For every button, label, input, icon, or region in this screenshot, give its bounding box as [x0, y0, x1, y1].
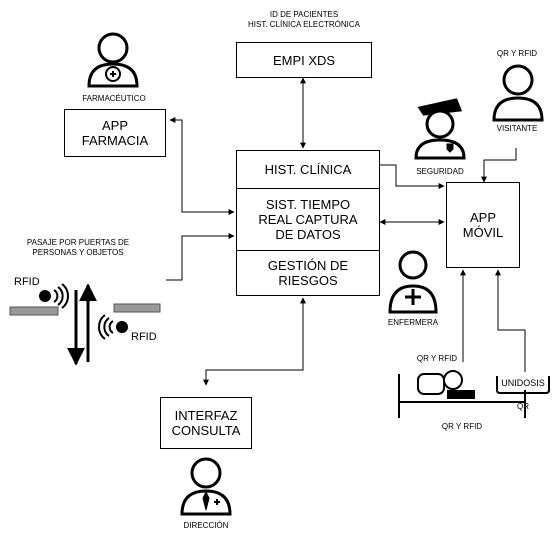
- app-movil-box: APP MÓVIL: [446, 182, 520, 268]
- rfid-tag-left-icon: [39, 283, 69, 309]
- bed-bottom-label: QR Y RFID: [441, 422, 483, 431]
- interfaz-consulta-box: INTERFAZ CONSULTA: [160, 397, 252, 449]
- gestion-line1: GESTIÓN DE: [267, 258, 349, 273]
- app-movil-line1: APP: [469, 210, 496, 225]
- visitor-icon: [492, 64, 544, 122]
- interfaz-line1: INTERFAZ: [174, 408, 238, 423]
- gestion-riesgos-box: GESTIÓN DE RIESGOS: [236, 250, 380, 296]
- visitor-role-label: VISITANTE: [496, 124, 538, 133]
- rfid-left-label: RFID: [14, 276, 40, 288]
- unidosis-bottom-label: QR: [517, 402, 529, 411]
- gestion-line2: RIESGOS: [278, 273, 338, 288]
- app-farmacia-line2: FARMACIA: [81, 133, 149, 148]
- doors-caption-line2: PERSONAS Y OBJETOS: [32, 248, 124, 257]
- sist-line3: DE DATOS: [275, 227, 341, 242]
- empi-caption-line1: ID DE PACIENTES: [269, 10, 339, 19]
- arrow-gestion-interfaz: [203, 297, 306, 386]
- door-rails: [9, 303, 161, 316]
- director-role-label: DIRECCIÓN: [183, 521, 229, 530]
- hist-clinica-label: HIST. CLÍNICA: [264, 162, 352, 177]
- sist-line1: SIST. TIEMPO: [265, 197, 351, 212]
- unidosis-label: UNIDOSIS: [501, 378, 545, 388]
- arrow-hist-movil: [380, 164, 445, 189]
- doors-caption: PASAJE POR PUERTAS DE PERSONAS Y OBJETOS: [2, 238, 154, 258]
- doors-caption-line1: PASAJE POR PUERTAS DE: [26, 238, 130, 247]
- arrow-farmacia-central: [169, 117, 235, 215]
- bed-top-label: QR Y RFID: [416, 354, 458, 363]
- app-farmacia-line1: APP: [101, 118, 128, 133]
- arrow-unidosis-movil: [495, 269, 526, 372]
- app-farmacia-box: APP FARMACIA: [64, 109, 166, 157]
- pharmacist-role-label: FARMACÉUTICO: [82, 94, 146, 103]
- rfid-tag-right-icon: [98, 314, 128, 340]
- director-icon: [180, 457, 232, 516]
- patient-bed-icon: [398, 370, 526, 418]
- arrow-doors-central: [166, 233, 235, 281]
- empi-caption: ID DE PACIENTES HIST. CLÍNICA ELECTRÓNIC…: [236, 10, 372, 30]
- empi-caption-line2: HIST. CLÍNICA ELECTRÓNICA: [247, 20, 361, 29]
- unidosis-tray-icon: [496, 376, 550, 394]
- rfid-right-label: RFID: [131, 331, 157, 343]
- empi-xds-label: EMPI XDS: [272, 52, 336, 68]
- security-guard-icon: [414, 98, 466, 160]
- security-role-label: SEGURIDAD: [416, 167, 464, 176]
- empi-xds-box: EMPI XDS: [236, 42, 372, 78]
- app-movil-line2: MÓVIL: [462, 225, 504, 240]
- pharmacist-icon: [87, 32, 139, 88]
- sist-line2: REAL CAPTURA: [258, 212, 358, 227]
- sist-tiempo-real-box: SIST. TIEMPO REAL CAPTURA DE DATOS: [236, 188, 380, 251]
- visitor-top-label: QR Y RFID: [496, 49, 538, 58]
- arrow-visitante-movil: [481, 148, 517, 183]
- hist-clinica-box: HIST. CLÍNICA: [236, 150, 380, 189]
- nurse-role-label: ENFERMERA: [387, 318, 439, 327]
- nurse-icon: [388, 250, 438, 314]
- interfaz-line2: CONSULTA: [171, 423, 241, 438]
